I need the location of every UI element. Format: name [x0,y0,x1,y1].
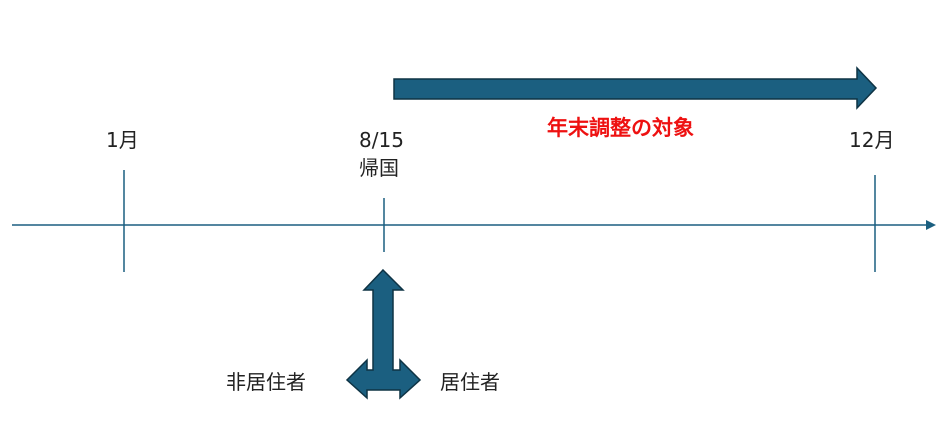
three-way-arrow [345,268,422,400]
timeline-axis [12,220,936,230]
label-december: 12月 [849,128,895,152]
label-january: 1月 [106,128,139,152]
label-return-home: 帰国 [359,156,399,180]
label-return-date: 8/15 [359,128,404,152]
label-year-end-adjustment-target: 年末調整の対象 [547,116,694,140]
label-resident: 居住者 [440,370,500,394]
label-non-resident: 非居住者 [226,370,306,394]
year-end-adjustment-arrow [393,66,878,110]
